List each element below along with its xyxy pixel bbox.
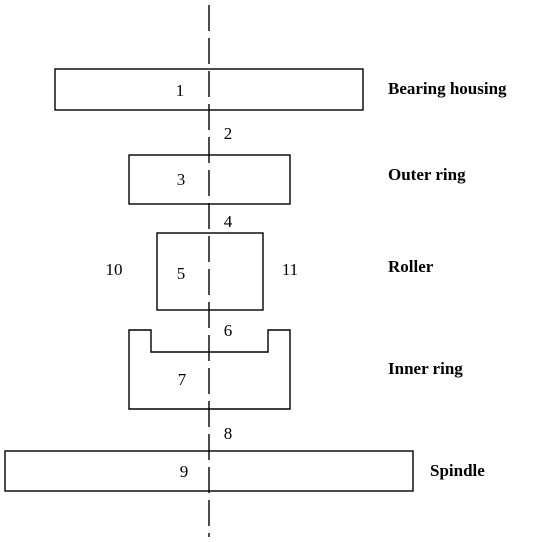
label-inner-ring: Inner ring: [388, 359, 463, 378]
interface-number-6: 6: [224, 321, 233, 340]
roller-block: [156, 232, 264, 311]
interface-number-8: 8: [224, 424, 233, 443]
label-outer-ring: Outer ring: [388, 165, 466, 184]
component-number-7: 7: [178, 370, 187, 389]
side-marker-10: 10: [106, 260, 123, 279]
component-number-5: 5: [177, 264, 186, 283]
interface-number-2: 2: [224, 124, 233, 143]
component-number-3: 3: [177, 170, 186, 189]
component-number-1: 1: [176, 81, 185, 100]
interface-number-4: 4: [224, 212, 233, 231]
label-roller: Roller: [388, 257, 434, 276]
side-marker-11: 11: [282, 260, 298, 279]
label-bearing-housing: Bearing housing: [388, 79, 507, 98]
label-spindle: Spindle: [430, 461, 485, 480]
component-number-9: 9: [180, 462, 189, 481]
